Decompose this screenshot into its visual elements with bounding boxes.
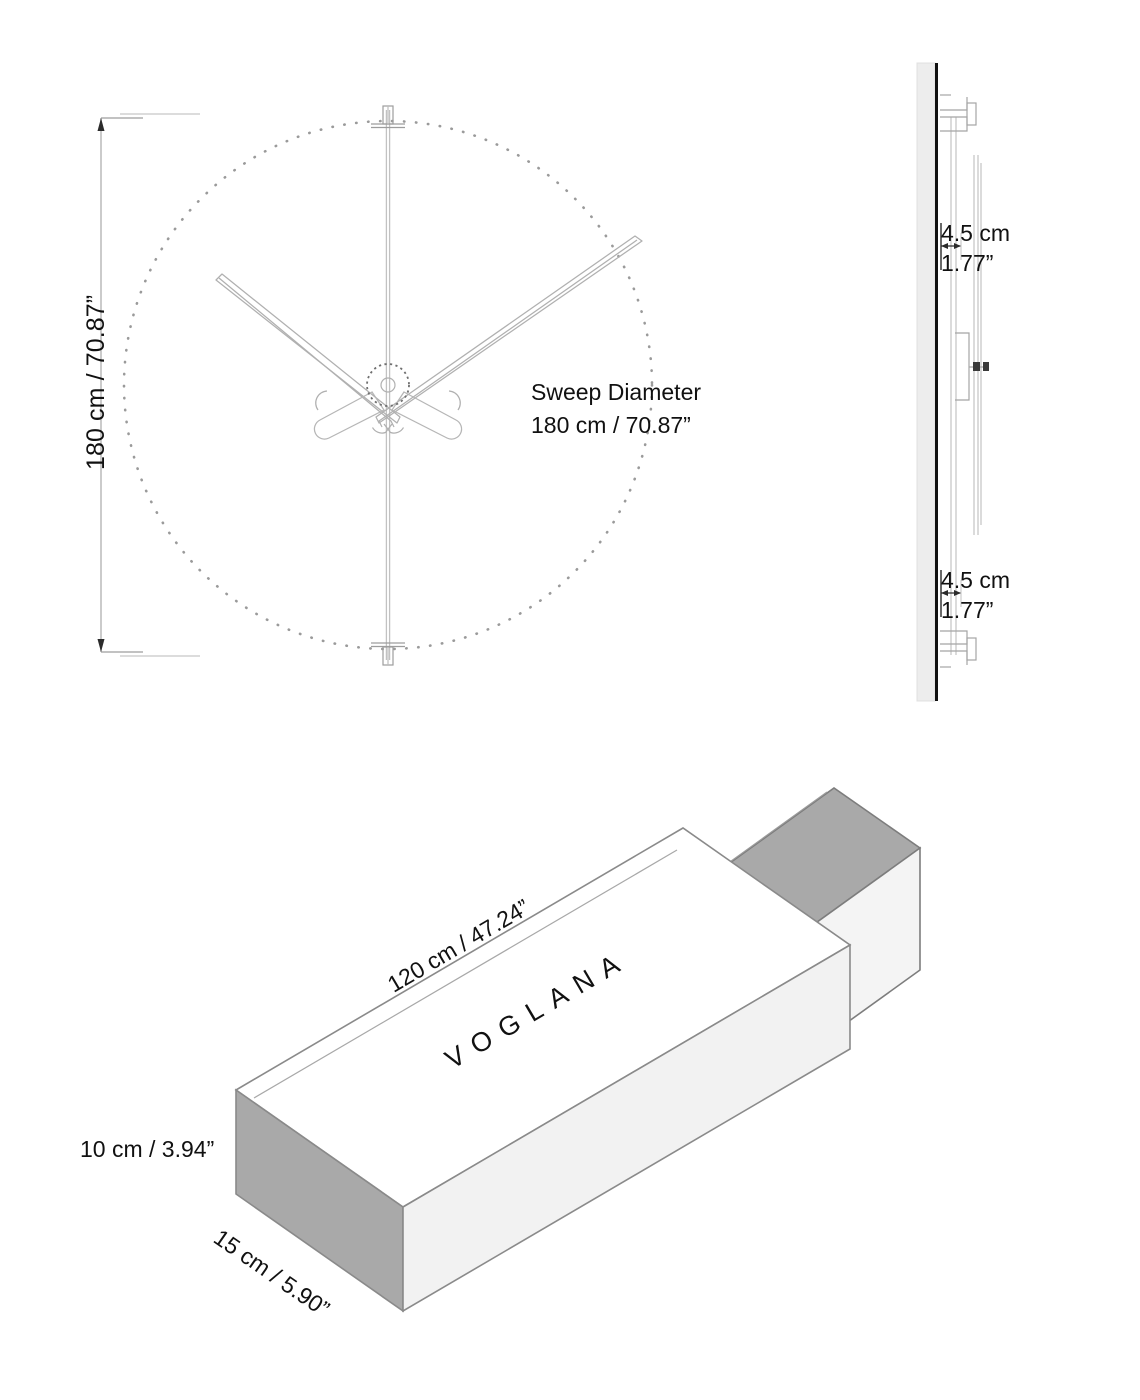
- side-top-depth-in: 1.77”: [941, 249, 994, 276]
- packaging-box-svg: [234, 787, 922, 1313]
- sweep-diameter-label: Sweep Diameter 180 cm / 70.87”: [531, 376, 701, 441]
- box-body: [234, 827, 852, 1313]
- length-dimension-leader: [253, 849, 678, 1099]
- side-bottom-depth-dimension: [940, 570, 962, 617]
- side-top-depth-cm: 4.5 cm: [941, 220, 1011, 246]
- side-top-index-icon: [940, 94, 977, 132]
- front-view-svg: [97, 105, 654, 666]
- sweep-diameter-circle: [122, 119, 654, 651]
- clock-hub: [366, 363, 410, 407]
- side-bottom-index-icon: [940, 630, 977, 668]
- clock-profile: [950, 117, 982, 655]
- side-bottom-depth-label: 4.5 cm 1.77”: [941, 566, 1010, 626]
- hand-tails: [313, 391, 463, 440]
- 6-oclock-index-icon: [371, 642, 405, 666]
- side-top-depth-dimension: [940, 223, 962, 270]
- hour-hand: [215, 273, 461, 434]
- 12-oclock-index-icon: [371, 105, 405, 129]
- minute-hand: [315, 235, 643, 434]
- sweep-diameter-title: Sweep Diameter: [531, 379, 702, 405]
- box-height-label: 10 cm / 3.94”: [80, 1136, 215, 1162]
- height-dimension-line: [97, 113, 200, 657]
- side-bottom-depth-in: 1.77”: [941, 596, 994, 623]
- wall-section: [916, 62, 938, 702]
- side-view-svg: [916, 62, 989, 702]
- clock-center-axis: [385, 110, 391, 660]
- height-dimension-label: 180 cm / 70.87”: [82, 294, 110, 470]
- side-bottom-depth-cm: 4.5 cm: [941, 567, 1011, 593]
- side-top-depth-label: 4.5 cm 1.77”: [941, 219, 1010, 279]
- sweep-diameter-value: 180 cm / 70.87”: [531, 411, 691, 438]
- clock-hub-inner: [380, 377, 396, 393]
- side-hub: [955, 332, 989, 401]
